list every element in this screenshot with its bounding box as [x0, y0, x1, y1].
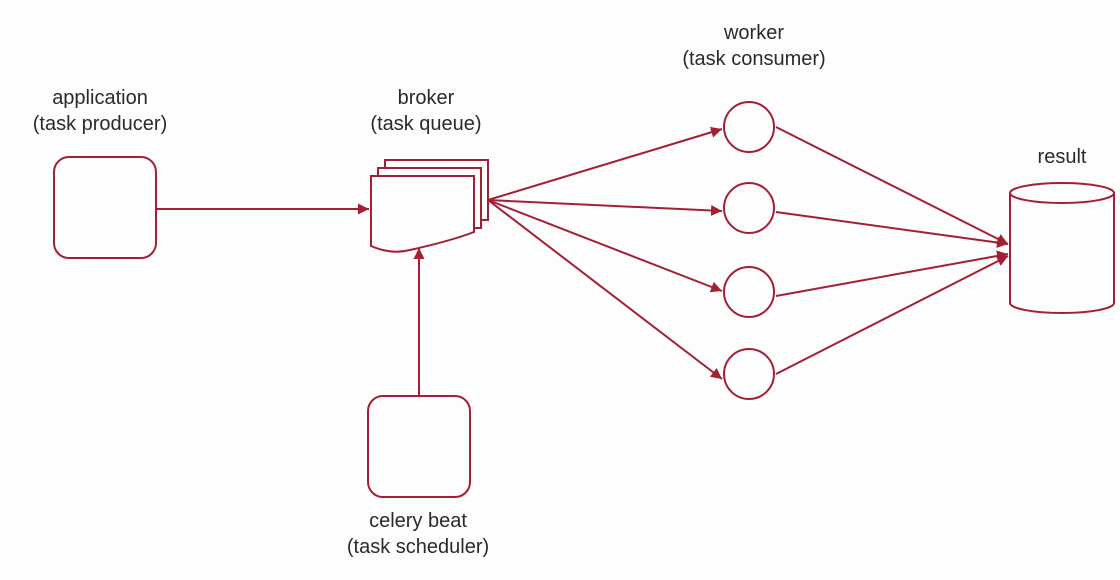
worker-node-3 — [723, 266, 775, 318]
edge-broker-worker-1 — [487, 126, 723, 201]
edge-worker-2-result — [775, 211, 1009, 248]
edge-worker-3-result — [775, 250, 1009, 297]
edge-worker-4-result — [775, 255, 1009, 375]
edge-broker-worker-4 — [487, 199, 723, 380]
application-node — [53, 156, 157, 259]
result-node — [1009, 182, 1115, 314]
application-label: application (task producer) — [32, 87, 168, 135]
scheduler-label: celery beat (task scheduler) — [346, 510, 490, 558]
scheduler-node — [367, 395, 471, 498]
result-label: result — [1037, 146, 1087, 168]
edge-worker-1-result — [775, 126, 1009, 245]
worker-label: worker (task consumer) — [682, 22, 826, 70]
edge-broker-worker-2 — [487, 199, 723, 216]
worker-node-2 — [723, 182, 775, 234]
worker-node-4 — [723, 348, 775, 400]
broker-label: broker (task queue) — [370, 87, 482, 135]
edge-broker-worker-3 — [487, 199, 723, 293]
worker-node-1 — [723, 101, 775, 153]
broker-node — [370, 159, 489, 253]
